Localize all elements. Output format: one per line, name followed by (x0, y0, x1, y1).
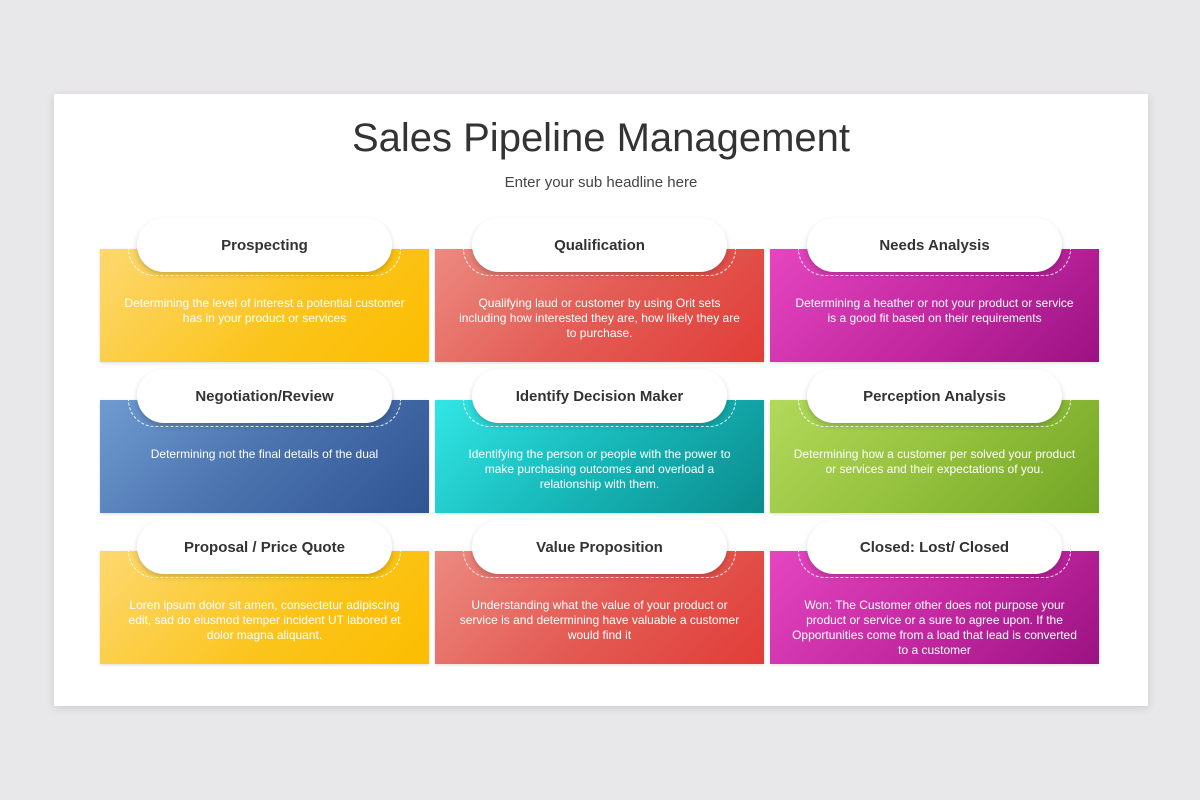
card-description: Determining how a customer per solved yo… (793, 447, 1076, 476)
card-title: Value Proposition (472, 520, 727, 574)
stage-card-qualification: Qualification Qualifying laud or custome… (435, 218, 764, 363)
card-title: Closed: Lost/ Closed (807, 520, 1062, 574)
card-title: Prospecting (137, 218, 392, 272)
card-description: Determining not the final details of the… (150, 447, 379, 461)
card-title: Proposal / Price Quote (137, 520, 392, 574)
stage-card-closed-lost-closed: Closed: Lost/ Closed Won: The Customer o… (770, 520, 1099, 665)
slide: Sales Pipeline Management Enter your sub… (54, 94, 1148, 706)
stage-card-needs-analysis: Needs Analysis Determining a heather or … (770, 218, 1099, 363)
card-description: Identifying the person or people with th… (468, 447, 731, 491)
stage-card-perception-analysis: Perception Analysis Determining how a cu… (770, 369, 1099, 514)
card-description: Determining a heather or not your produc… (795, 296, 1074, 325)
card-description: Won: The Customer other does not purpose… (792, 598, 1077, 657)
page-title: Sales Pipeline Management (351, 116, 851, 160)
stage-card-negotiation-review: Negotiation/Review Determining not the f… (100, 369, 429, 514)
card-title: Needs Analysis (807, 218, 1062, 272)
card-title: Perception Analysis (807, 369, 1062, 423)
page-subtitle: Enter your sub headline here (504, 174, 698, 191)
card-description: Qualifying laud or customer by using Ori… (459, 296, 740, 340)
card-title: Identify Decision Maker (472, 369, 727, 423)
stage-card-proposal-price-quote: Proposal / Price Quote Loren ipsum dolor… (100, 520, 429, 665)
stage-card-identify-decision-maker: Identify Decision Maker Identifying the … (435, 369, 764, 514)
stage-card-prospecting: Prospecting Determining the level of int… (100, 218, 429, 363)
card-description: Loren ipsum dolor sit amen, consectetur … (128, 598, 401, 642)
card-title: Qualification (472, 218, 727, 272)
card-description: Determining the level of interest a pote… (124, 296, 405, 325)
card-title: Negotiation/Review (137, 369, 392, 423)
card-description: Understanding what the value of your pro… (459, 598, 740, 642)
stage-card-value-proposition: Value Proposition Understanding what the… (435, 520, 764, 665)
